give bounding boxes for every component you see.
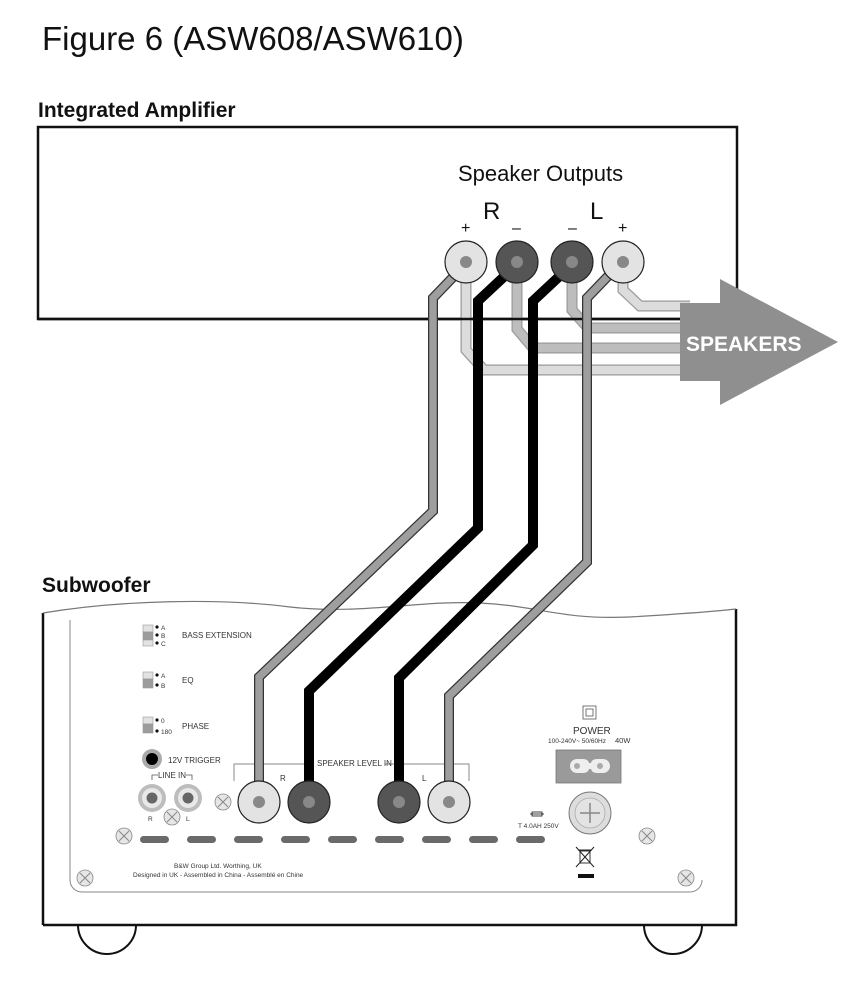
vent-slot [140, 836, 169, 843]
line-in-bracket [151, 774, 193, 780]
vent-slot [469, 836, 498, 843]
amp-terminal-right-negative[interactable] [495, 240, 539, 284]
wire-left-negative [394, 268, 568, 790]
speaker-level-in-right-label: R [280, 774, 286, 783]
channel-left-label: L [590, 198, 603, 225]
speaker-level-in-label: SPEAKER LEVEL IN [317, 759, 392, 768]
power-label: POWER [573, 726, 611, 737]
sub-terminal-left-negative[interactable] [377, 780, 421, 824]
fuse-icon [530, 811, 544, 817]
amp-terminal-left-positive[interactable] [601, 240, 645, 284]
subwoofer-edges [43, 609, 738, 927]
wire-left-positive-fill [445, 269, 615, 790]
line-in-left-label: L [186, 816, 190, 823]
speakers-arrow [680, 279, 838, 405]
screw-icon [214, 793, 232, 811]
vent-slot [234, 836, 263, 843]
wire-right-positive-fill [255, 269, 461, 790]
switch-position: A [161, 625, 166, 632]
subwoofer-cutaway-edge [42, 600, 737, 619]
switch-position: C [161, 641, 166, 648]
wire-right-negative [304, 268, 513, 790]
switch-position: B [161, 683, 165, 690]
speakers-arrow-label: SPEAKERS [686, 333, 802, 356]
speaker-outputs-label: Speaker Outputs [458, 161, 623, 186]
sub-terminal-left-positive[interactable] [427, 780, 471, 824]
switch-label: EQ [182, 676, 194, 685]
amp-terminal-left-negative[interactable] [550, 240, 594, 284]
line-in-label: LINE IN [158, 771, 186, 780]
subwoofer-heading: Subwoofer [42, 574, 151, 597]
power-wattage: 40W [615, 736, 631, 745]
sub-terminal-right-positive[interactable] [237, 780, 281, 824]
switch-position: 0 [161, 718, 165, 725]
rear-panel-outline [69, 620, 703, 893]
subwoofer-foot [77, 924, 137, 955]
screw-icon [115, 827, 133, 845]
vent-slot [422, 836, 451, 843]
double-insulation-icon-inner [585, 708, 594, 717]
switch-label: PHASE [182, 722, 209, 731]
connection-wires [254, 268, 616, 790]
weee-bin-icon [575, 846, 595, 878]
polarity-label: + [618, 220, 627, 237]
polarity-label: – [568, 220, 577, 237]
speaker-level-in-bracket [233, 763, 470, 781]
speaker-wire [512, 262, 690, 353]
power-spec: 100-240V~ 50/60Hz [548, 738, 606, 745]
amplifier-box [36, 125, 739, 321]
switch-bass-extension[interactable]: A B C BASS EXTENSION [142, 624, 252, 648]
figure-title: Figure 6 (ASW608/ASW610) [42, 20, 464, 57]
manufacturer-line2: Designed in UK - Assembled in China - As… [133, 872, 304, 879]
switch-label: BASS EXTENSION [182, 631, 252, 640]
screw-icon [163, 808, 181, 826]
screw-icon [638, 827, 656, 845]
double-insulation-icon [582, 705, 597, 720]
trigger-label: 12V TRIGGER [168, 756, 221, 765]
screw-icon [677, 869, 695, 887]
fuse-holder[interactable] [568, 791, 612, 835]
switch-position: 180 [161, 729, 172, 736]
vent-slot [328, 836, 357, 843]
screw-icon [76, 869, 94, 887]
vent-slot [281, 836, 310, 843]
switch-phase[interactable]: 0 180 PHASE [142, 716, 209, 736]
manufacturer-line1: B&W Group Ltd. Worthing, UK [174, 863, 262, 870]
subwoofer-foot [643, 924, 703, 955]
amp-terminal-right-positive[interactable] [444, 240, 488, 284]
fuse-label: T 4.0AH 250V [518, 823, 559, 830]
polarity-label: + [461, 220, 470, 237]
trigger-jack-hole [146, 753, 158, 765]
vent-slot [375, 836, 404, 843]
screws [76, 793, 695, 887]
subwoofer-body [43, 601, 736, 925]
switch-eq[interactable]: A B EQ [142, 671, 194, 690]
vent-slot [187, 836, 216, 843]
amplifier-heading: Integrated Amplifier [38, 99, 236, 122]
vent-slots [140, 836, 545, 843]
power-inlet-socket [570, 759, 610, 773]
switch-position: A [161, 673, 166, 680]
line-in-right-jack[interactable] [138, 784, 166, 812]
line-in-right-label: R [148, 816, 153, 823]
speaker-level-in-left-label: L [422, 774, 427, 783]
switch-position: B [161, 633, 165, 640]
polarity-label: – [512, 220, 521, 237]
vent-slot [516, 836, 545, 843]
sub-terminal-right-negative[interactable] [287, 780, 331, 824]
line-in-left-jack[interactable] [174, 784, 202, 812]
channel-right-label: R [483, 198, 500, 225]
